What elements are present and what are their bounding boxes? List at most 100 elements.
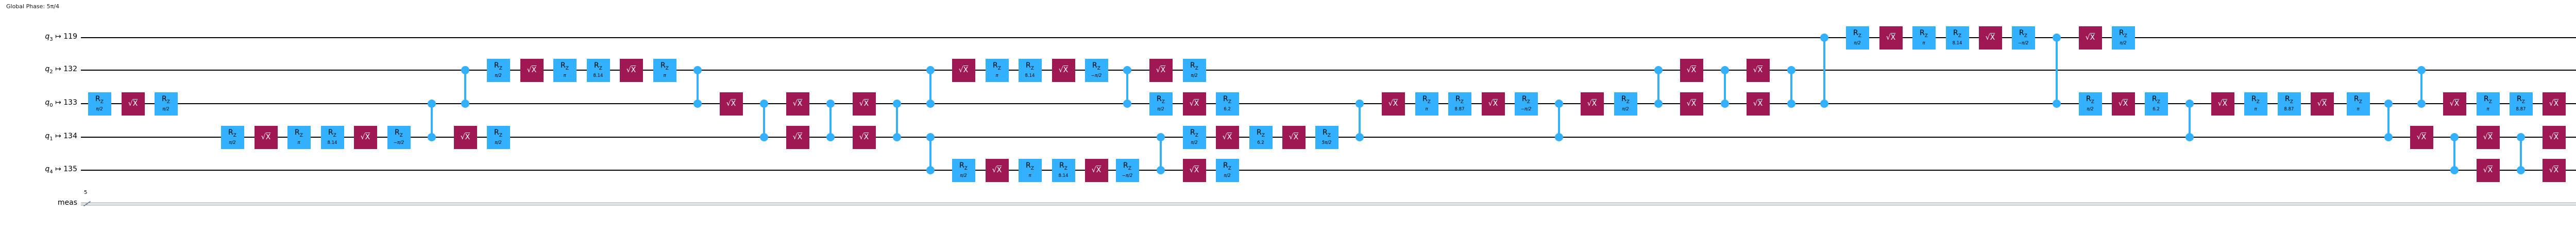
- rz-angle: π/2: [96, 106, 103, 112]
- cz-connector: [929, 137, 931, 170]
- sx-gate: √X: [1680, 58, 1703, 82]
- rz-label: RZ: [1190, 128, 1198, 138]
- rz-angle: π: [2486, 106, 2489, 112]
- sqrt-x-label: √X: [2317, 100, 2327, 108]
- sx-gate: √X: [2476, 125, 2500, 149]
- cz-control-dot: [461, 66, 469, 74]
- rz-angle: 8.14: [1058, 173, 1069, 178]
- rz-label: RZ: [1257, 128, 1265, 138]
- sx-gate: √X: [1182, 158, 1206, 182]
- sqrt-x-label: √X: [1156, 66, 1166, 74]
- cz-connector: [1160, 137, 1162, 170]
- sqrt-x-label: √X: [261, 133, 271, 141]
- rz-angle: π: [563, 73, 566, 78]
- cz-control-dot: [1157, 166, 1165, 174]
- sx-gate: √X: [2078, 26, 2102, 50]
- cz-control-dot: [1355, 133, 1364, 141]
- rz-angle: 8.14: [593, 73, 603, 78]
- rz-angle: 8.87: [2516, 106, 2526, 112]
- rz-angle: −π/2: [2018, 40, 2029, 46]
- rz-label: RZ: [1522, 95, 1530, 105]
- rz-gate: RZ−π/2: [2011, 26, 2035, 50]
- sqrt-x-label: √X: [2549, 100, 2559, 108]
- cz-control-dot: [926, 166, 935, 174]
- rz-angle: π/2: [1157, 106, 1164, 112]
- sx-gate: √X: [1052, 58, 1075, 82]
- rz-label: RZ: [1059, 161, 1067, 171]
- cz-connector: [2520, 137, 2522, 170]
- rz-label: RZ: [2484, 95, 2492, 105]
- rz-label: RZ: [1026, 161, 1034, 171]
- rz-label: RZ: [328, 128, 336, 138]
- cz-control-dot: [2450, 166, 2459, 174]
- sqrt-x-label: √X: [992, 166, 1002, 174]
- sqrt-x-label: √X: [2416, 133, 2427, 141]
- rz-label: RZ: [228, 128, 236, 138]
- rz-angle: 8.87: [1454, 106, 1465, 112]
- sqrt-x-label: √X: [1289, 133, 1299, 141]
- rz-angle: π: [2254, 106, 2257, 112]
- rz-label: RZ: [594, 61, 602, 71]
- cz-connector: [1823, 38, 1825, 104]
- rz-label: RZ: [1455, 95, 1464, 105]
- sqrt-x-label: √X: [726, 100, 736, 108]
- cz-control-dot: [2417, 66, 2426, 74]
- sx-gate: √X: [2476, 158, 2500, 182]
- cz-control-dot: [1654, 100, 1663, 108]
- qubit-wire: [81, 70, 2576, 71]
- cz-control-dot: [1820, 100, 1828, 108]
- rz-angle: 8.14: [1952, 40, 1962, 46]
- sqrt-x-label: √X: [1488, 100, 1498, 108]
- qubit-wire: [81, 170, 2576, 171]
- sx-gate: √X: [2542, 125, 2566, 149]
- sx-gate: √X: [2410, 125, 2433, 149]
- rz-angle: 8.87: [2284, 106, 2294, 112]
- cz-control-dot: [2053, 34, 2061, 42]
- sx-gate: √X: [2211, 92, 2234, 116]
- sx-gate: √X: [1149, 58, 1173, 82]
- rz-label: RZ: [2251, 95, 2260, 105]
- qubit-label: q3 ↦ 119: [45, 32, 77, 42]
- rz-label: RZ: [2285, 95, 2293, 105]
- cz-connector: [2420, 70, 2422, 104]
- sqrt-x-label: √X: [958, 66, 969, 74]
- rz-angle: π/2: [960, 173, 967, 178]
- wire-bundle-count: 5: [84, 190, 88, 195]
- rz-label: RZ: [2119, 29, 2127, 39]
- cz-control-dot: [1787, 100, 1795, 108]
- cz-control-dot: [1787, 66, 1795, 74]
- sqrt-x-label: √X: [460, 133, 470, 141]
- rz-label: RZ: [2354, 95, 2362, 105]
- sqrt-x-label: √X: [1587, 100, 1597, 108]
- sx-gate: √X: [1215, 125, 1239, 149]
- cz-control-dot: [693, 66, 702, 74]
- sx-gate: √X: [1680, 92, 1703, 116]
- sx-gate: √X: [1879, 26, 1903, 50]
- sqrt-x-label: √X: [792, 133, 803, 141]
- rz-gate: RZ−π/2: [387, 125, 411, 149]
- sqrt-x-label: √X: [1091, 166, 1101, 174]
- qubit-wire: [81, 37, 2576, 38]
- cz-control-dot: [428, 133, 436, 141]
- sqrt-x-label: √X: [2217, 100, 2228, 108]
- cz-control-dot: [2384, 100, 2393, 108]
- rz-angle: π/2: [2087, 106, 2094, 112]
- sx-gate: √X: [1381, 92, 1405, 116]
- sx-gate: √X: [121, 92, 145, 116]
- cz-control-dot: [926, 100, 935, 108]
- sx-gate: √X: [786, 125, 809, 149]
- cz-control-dot: [428, 100, 436, 108]
- cz-control-dot: [1157, 133, 1165, 141]
- rz-label: RZ: [1323, 128, 1331, 138]
